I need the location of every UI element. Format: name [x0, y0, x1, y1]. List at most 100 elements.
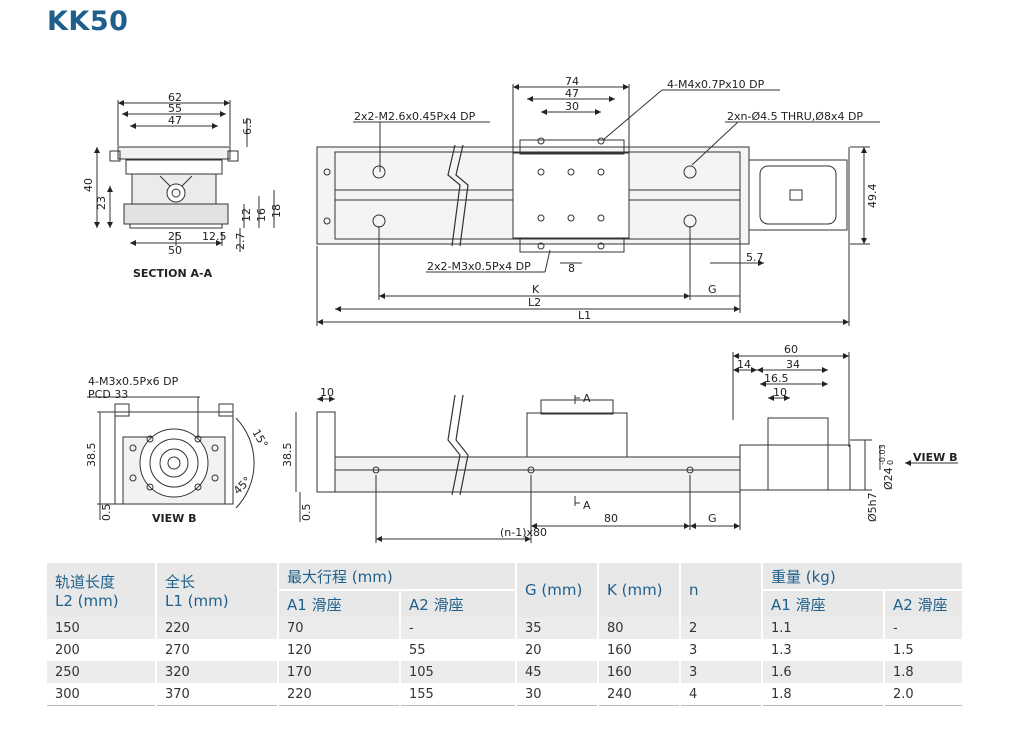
cell: 1.8 [761, 683, 884, 706]
table-row: 200 270 120 55 20 160 3 1.3 1.5 [47, 639, 962, 661]
dim-47-top: 47 [565, 87, 579, 100]
dim-24-upper: -0.03 [878, 444, 887, 465]
cell: 70 [277, 617, 400, 639]
cell: - [399, 617, 516, 639]
dim-6-5: 6.5 [241, 118, 254, 136]
cell: 240 [597, 683, 680, 706]
dim-12: 12 [240, 208, 253, 222]
cell: 220 [155, 617, 278, 639]
dim-50: 50 [168, 244, 182, 257]
cell: 160 [597, 661, 680, 683]
cell: 3 [679, 639, 762, 661]
callout-m4-holes: 4-M4x0.7Px10 DP [667, 78, 765, 91]
dim-24-main: Ø24 [882, 467, 895, 490]
page-title: KK50 [47, 6, 129, 37]
dim-12-5: 12.5 [202, 230, 227, 243]
side-view [295, 352, 958, 543]
cell: 300 [47, 683, 156, 706]
dim-30: 30 [565, 100, 579, 113]
dim-10-side: 10 [320, 386, 334, 399]
callout-pcd: PCD 33 [88, 388, 128, 401]
dim-10-motor: 10 [773, 386, 787, 399]
dim-24-lower: 0 [886, 460, 895, 465]
th-k: K (mm) [597, 563, 680, 617]
dim-pitch: (n-1)x80 [500, 526, 547, 539]
th-weight-a2: A2 滑座 [883, 590, 962, 617]
cell: 250 [47, 661, 156, 683]
cell: 20 [515, 639, 598, 661]
table-row: 150 220 70 - 35 80 2 1.1 - [47, 617, 962, 639]
dim-14: 14 [737, 358, 751, 371]
cell: 1.6 [761, 661, 884, 683]
dim-k: K [532, 283, 540, 296]
cell: 2.0 [883, 683, 962, 706]
technical-drawing: 62 55 47 6.5 40 23 12 16 18 25 12.5 50 2… [82, 75, 958, 543]
view-b-arrow-label: VIEW B [913, 451, 957, 464]
dim-25: 25 [168, 230, 182, 243]
th-weight: 重量 (kg) [761, 563, 962, 591]
cell: 55 [399, 639, 516, 661]
cell: 35 [515, 617, 598, 639]
dim-0-5-end: 0.5 [100, 504, 113, 522]
cell: 30 [515, 683, 598, 706]
cell: 1.3 [761, 639, 884, 661]
dim-5-7: 5.7 [746, 251, 764, 264]
callout-m3-end: 4-M3x0.5Px6 DP [88, 375, 179, 388]
th-stroke-a1: A1 滑座 [277, 590, 400, 617]
cell: 105 [399, 661, 516, 683]
dim-2-7: 2.7 [234, 233, 247, 251]
cell: 80 [597, 617, 680, 639]
dim-62: 62 [168, 91, 182, 104]
section-view [94, 100, 275, 252]
cell: 1.1 [761, 617, 884, 639]
top-view [316, 84, 880, 326]
th-stroke-a2: A2 滑座 [399, 590, 516, 617]
th-weight-a1: A1 滑座 [761, 590, 884, 617]
cell: 370 [155, 683, 278, 706]
view-b-caption: VIEW B [152, 512, 196, 525]
dim-60: 60 [784, 343, 798, 356]
cell: 155 [399, 683, 516, 706]
cell: 4 [679, 683, 762, 706]
dim-shaft: Ø5h7 [866, 492, 879, 522]
dim-16-5: 16.5 [764, 372, 789, 385]
dim-38-5-end: 38.5 [85, 443, 98, 468]
dim-0-5-side: 0.5 [300, 504, 313, 522]
dim-38-5-side: 38.5 [281, 443, 294, 468]
dim-g-side: G [708, 512, 717, 525]
table-row: 250 320 170 105 45 160 3 1.6 1.8 [47, 661, 962, 683]
dim-80: 80 [604, 512, 618, 525]
cell: 220 [277, 683, 400, 706]
cell: 120 [277, 639, 400, 661]
dim-47: 47 [168, 114, 182, 127]
cell: 2 [679, 617, 762, 639]
angle-45: 45° [231, 474, 254, 497]
th-g: G (mm) [515, 563, 598, 617]
callout-m2-6-holes: 2x2-M2.6x0.45Px4 DP [354, 110, 476, 123]
dim-18: 18 [270, 204, 283, 218]
section-caption: SECTION A-A [133, 267, 213, 280]
cell: 320 [155, 661, 278, 683]
cell: 270 [155, 639, 278, 661]
cell: 200 [55, 642, 80, 658]
dim-l1: L1 [578, 309, 591, 322]
cell: 3 [679, 661, 762, 683]
dim-8: 8 [568, 262, 575, 275]
section-mark-top: A [583, 392, 591, 405]
section-mark-bottom: A [583, 499, 591, 512]
th-max-stroke: 最大行程 (mm) [277, 563, 516, 591]
th-n: n [679, 563, 762, 617]
dim-23: 23 [95, 196, 108, 210]
cell: 150 [47, 617, 156, 639]
dim-49-4: 49.4 [866, 184, 879, 209]
cell: 45 [515, 661, 598, 683]
table-row: 300 370 220 155 30 240 4 1.8 2.0 [47, 683, 962, 706]
dim-55: 55 [168, 102, 182, 115]
dim-34: 34 [786, 358, 800, 371]
cell: 1.8 [883, 661, 962, 683]
cell: - [883, 617, 962, 639]
dim-74: 74 [565, 75, 579, 88]
